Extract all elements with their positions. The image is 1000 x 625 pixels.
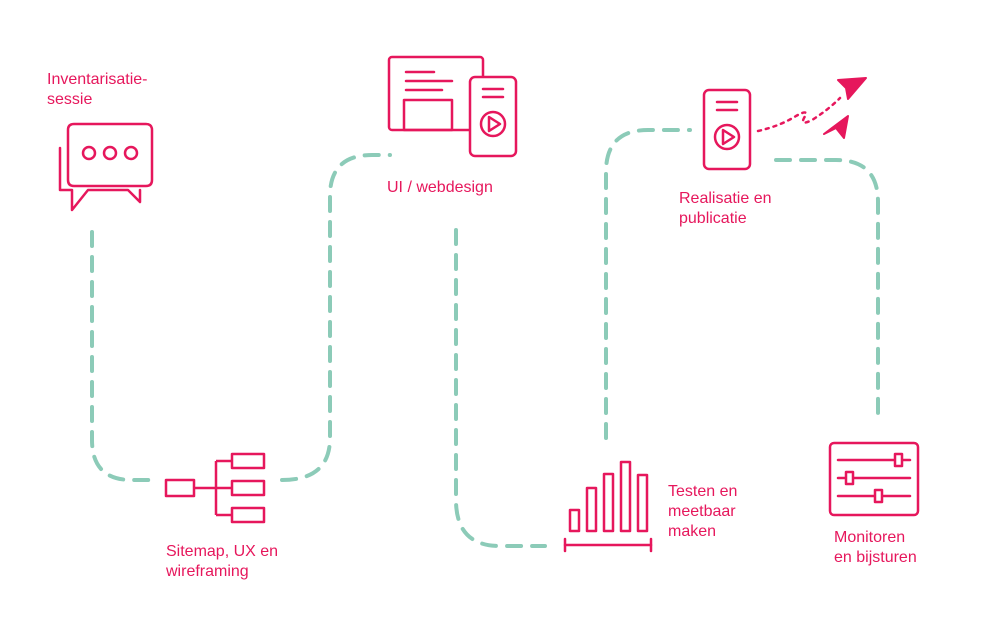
path-segment-4 <box>604 128 692 440</box>
step-label-realisatie: Realisatie en publicatie <box>679 190 772 227</box>
dashed-path <box>90 128 880 548</box>
step-label-testen: Testen en meetbaar maken <box>668 483 738 540</box>
path-segment-3 <box>454 228 547 548</box>
step-label-webdesign: UI / webdesign <box>387 179 493 196</box>
step-label-inventarisatie: Inventarisatie- sessie <box>47 71 148 108</box>
mobile-launch-icon <box>702 88 752 171</box>
path-segment-5 <box>774 158 880 422</box>
paper-plane-trail-icon <box>756 77 867 139</box>
webdesign-screens-icon <box>387 55 518 158</box>
step-label-monitoren: Monitoren en bijsturen <box>834 529 917 566</box>
path-segment-1 <box>90 230 160 482</box>
sliders-icon <box>828 441 920 517</box>
bar-chart-icon <box>563 460 653 553</box>
chat-bubble-icon <box>58 122 154 212</box>
path-segment-2 <box>280 153 392 482</box>
sitemap-icon <box>164 452 266 524</box>
step-label-sitemap: Sitemap, UX en wireframing <box>166 543 279 580</box>
